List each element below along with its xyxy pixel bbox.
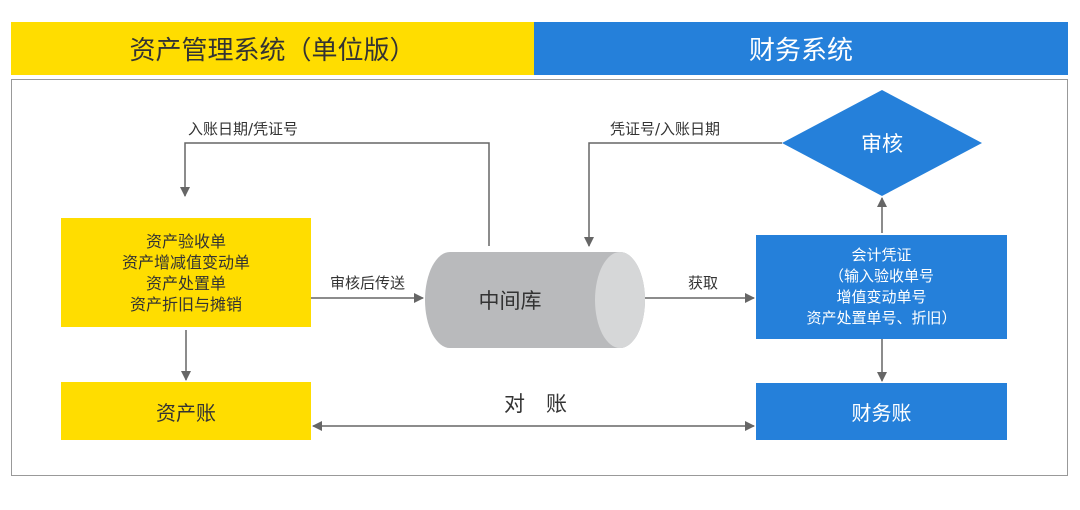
middle-db-label: 中间库 bbox=[478, 289, 542, 313]
voucher-box: 会计凭证 （输入验收单号 增值变动单号 资产处置单号、折旧） bbox=[756, 235, 1007, 339]
label-entry-date-voucher-no: 入账日期/凭证号 bbox=[188, 120, 299, 138]
asset-ledger-box: 资产账 bbox=[61, 382, 311, 440]
arrow-audit-to-db bbox=[584, 142, 782, 247]
doc-item: 资产增减值变动单 bbox=[121, 252, 250, 272]
voucher-line: 会计凭证 bbox=[851, 246, 912, 264]
finance-system-header: 财务系统 bbox=[534, 22, 1068, 75]
label-reconcile: 对 账 bbox=[504, 392, 567, 416]
voucher-line: （输入验收单号 bbox=[828, 267, 934, 285]
diagram-frame bbox=[11, 79, 1068, 476]
audit-diamond bbox=[782, 90, 982, 196]
database-cylinder bbox=[425, 252, 645, 348]
finance-ledger-box: 财务账 bbox=[756, 383, 1007, 440]
doc-item: 资产折旧与摊销 bbox=[129, 294, 242, 314]
asset-documents-box: 资产验收单 资产增减值变动单 资产处置单 资产折旧与摊销 bbox=[61, 218, 311, 327]
asset-system-header: 资产管理系统（单位版） bbox=[11, 22, 534, 75]
voucher-line: 增值变动单号 bbox=[836, 288, 927, 306]
arrow-db-to-asset-docs bbox=[180, 142, 490, 246]
voucher-line: 资产处置单号、折旧） bbox=[806, 309, 957, 327]
doc-item: 资产处置单 bbox=[145, 273, 226, 293]
audit-label: 审核 bbox=[861, 132, 903, 156]
label-voucher-no-entry-date: 凭证号/入账日期 bbox=[610, 120, 721, 138]
label-transfer-after-audit: 审核后传送 bbox=[330, 274, 406, 292]
label-fetch: 获取 bbox=[688, 274, 719, 292]
doc-item: 资产验收单 bbox=[145, 231, 226, 251]
